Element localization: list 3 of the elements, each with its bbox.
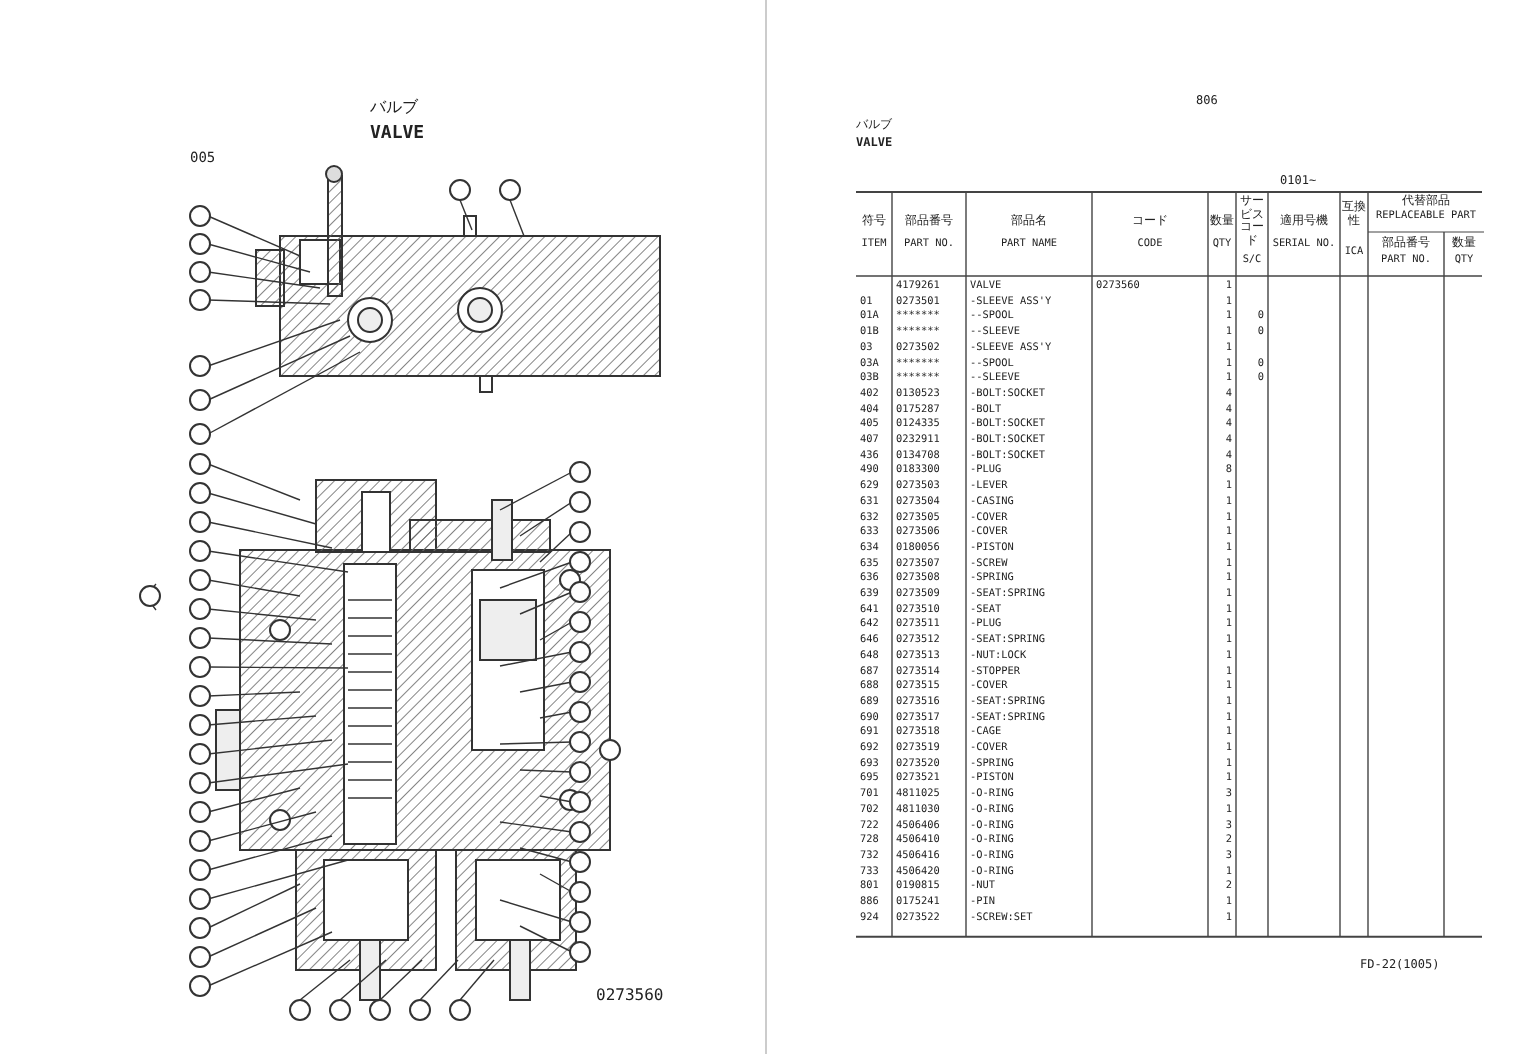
drawing-number: 0273560: [596, 988, 664, 1004]
title-japanese: バルブ: [370, 100, 418, 116]
title: VALVE: [370, 126, 425, 144]
